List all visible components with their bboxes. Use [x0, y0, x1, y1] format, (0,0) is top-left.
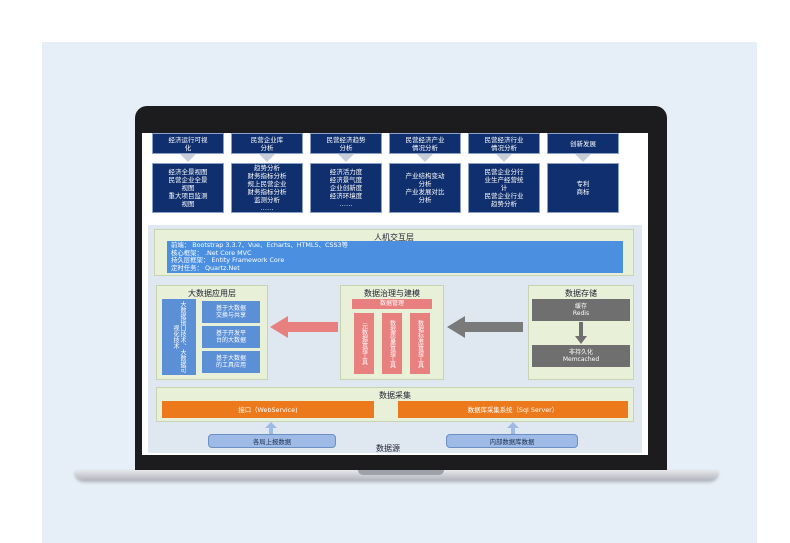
- column-head-text: 民营经济趋势 分析: [326, 135, 366, 152]
- column-head: 创新发展: [547, 133, 619, 154]
- down-arrow-icon: [575, 154, 591, 162]
- sqlserver-box: 数据库采集系统（Sql Server）: [398, 401, 628, 418]
- bigdata-tech-label: 大数据接口技术、大数据可视化技术: [162, 299, 196, 375]
- down-arrow-icon: [338, 154, 354, 162]
- webservice-box: 接口（WebService): [162, 401, 374, 418]
- column-body-text: 专利 商标: [576, 180, 590, 196]
- hci-line: 持久层框架： Entity Framework Core: [171, 256, 285, 265]
- hci-title: 人机交互层: [374, 233, 414, 242]
- cache-name: Redis: [572, 310, 590, 317]
- column-head: 民营经济行业 情况分析: [468, 133, 540, 154]
- down-arrow-icon: [575, 322, 587, 344]
- column-head: 民营企业库 分析: [231, 133, 303, 154]
- sources-title: 数据源: [376, 444, 400, 453]
- down-arrow-icon: [417, 154, 433, 162]
- persist-label: 非持久化: [568, 349, 593, 356]
- down-arrow-icon: [259, 154, 275, 162]
- hci-line: 核心框架： .Net Core MVC: [171, 248, 252, 257]
- collection-title: 数据采集: [379, 391, 411, 400]
- up-arrow-icon: [265, 422, 277, 434]
- column-head-text: 民营企业库 分析: [250, 135, 284, 152]
- up-arrow-icon: [507, 422, 519, 434]
- hci-line: 定时任务： Quartz.Net: [171, 263, 240, 272]
- data-management-header: 数据管理: [352, 299, 432, 309]
- column-body-text: 趋势分析 财务指标分析 规上民营企业 财务指标分析 监测分析 ……: [247, 164, 287, 212]
- column-head-text: 经济运行可视 化: [168, 135, 208, 152]
- governance-tool: 数据标准管理工具: [410, 313, 430, 374]
- persist-name: Memcached: [562, 356, 600, 363]
- left-arrow-icon: [447, 316, 523, 338]
- persist-box: 非持久化 Memcached: [532, 345, 630, 367]
- cache-box: 缓存 Redis: [532, 299, 630, 321]
- column-body: 趋势分析 财务指标分析 规上民营企业 财务指标分析 监测分析 ……: [231, 163, 303, 213]
- left-arrow-icon: [270, 316, 338, 338]
- column-body: 经济活力度 经济景气度 企业创新度 经济环境度 ……: [310, 163, 382, 213]
- cache-label: 缓存: [574, 303, 587, 310]
- column-head-text: 民营经济行业 情况分析: [484, 135, 524, 152]
- source-right: 内部数据库数据: [446, 434, 578, 448]
- column-body-text: 经济全景视图 民营企业全景 视图 重大项目监测 视图: [168, 168, 208, 208]
- storage-title: 数据存储: [565, 289, 597, 298]
- bigdata-item: 基于大数据 交换与共享: [202, 301, 260, 323]
- laptop-notch: [358, 470, 444, 475]
- governance-tool: 元数据管理工具: [354, 313, 374, 374]
- column-body: 经济全景视图 民营企业全景 视图 重大项目监测 视图: [152, 163, 224, 213]
- laptop-base: [75, 470, 718, 480]
- column-head-text: 民营经济产业 情况分析: [405, 135, 445, 152]
- column-body: 产业结构变动 分析 产业发展对比 分析: [389, 163, 461, 213]
- source-left: 各局上报数据: [208, 434, 336, 448]
- hci-layer: 人机交互层 前端： Bootstrap 3.3.7、Vue、Echarts、HT…: [154, 229, 634, 276]
- column-body-text: 民营企业分行 业生产经营统 计 民营企业行业 趋势分析: [484, 168, 524, 208]
- column-body: 专利 商标: [547, 163, 619, 213]
- bigdata-title: 大数据应用层: [188, 289, 236, 298]
- column-head: 民营经济产业 情况分析: [389, 133, 461, 154]
- governance-tool: 数据质量管理工具: [382, 313, 402, 374]
- hci-line: 前端： Bootstrap 3.3.7、Vue、Echarts、HTML5、CS…: [171, 241, 348, 249]
- column-head: 民营经济趋势 分析: [310, 133, 382, 154]
- laptop-screen: 经济运行可视 化 经济全景视图 民营企业全景 视图 重大项目监测 视图 民营企业…: [142, 133, 648, 455]
- column-body-text: 产业结构变动 分析 产业发展对比 分析: [405, 172, 445, 204]
- column-head-text: 创新发展: [570, 139, 596, 148]
- governance-title: 数据治理与建模: [364, 289, 420, 298]
- bigdata-item: 基于开发平 台的大数据: [202, 326, 260, 348]
- down-arrow-icon: [180, 154, 196, 162]
- column-body-text: 经济活力度 经济景气度 企业创新度 经济环境度 ……: [329, 168, 363, 208]
- bigdata-item: 基于大数据 的工具应用: [202, 351, 260, 373]
- column-body: 民营企业分行 业生产经营统 计 民营企业行业 趋势分析: [468, 163, 540, 213]
- hci-tech-list: 前端： Bootstrap 3.3.7、Vue、Echarts、HTML5、CS…: [167, 241, 623, 273]
- column-head: 经济运行可视 化: [152, 133, 224, 154]
- down-arrow-icon: [496, 154, 512, 162]
